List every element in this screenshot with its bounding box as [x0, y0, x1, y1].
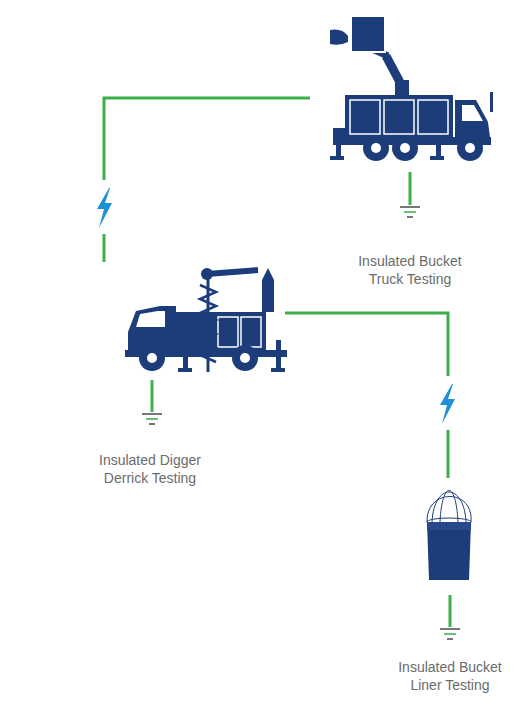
ground-symbols [142, 172, 460, 639]
derrick-mast [262, 268, 274, 312]
lightning-bolt [436, 376, 460, 430]
digger-body [176, 312, 266, 352]
bucket-truck-icon [330, 16, 493, 161]
equipment-node: Insulated Digger Derrick Testing [95, 262, 285, 488]
equipment-node: Insulated Bucket Truck Testing [310, 20, 510, 292]
auger-flight [200, 285, 216, 362]
truck-body [345, 95, 453, 140]
ground-symbol [440, 595, 460, 639]
bucket [351, 16, 385, 52]
connector-line [104, 98, 310, 262]
bucket-tool [330, 30, 348, 45]
liner-handles [427, 491, 471, 527]
node-label: Insulated Bucket Truck Testing [350, 252, 470, 288]
ground-symbol [142, 380, 162, 424]
connector-line [285, 313, 448, 478]
bucket-liner-icon [427, 491, 471, 581]
node-label: Insulated Digger Derrick Testing [85, 451, 215, 487]
lower-boom [386, 56, 402, 86]
liner-body [427, 522, 471, 580]
derrick-boom [207, 270, 258, 274]
equipment-node: Insulated Bucket Liner Testing [395, 478, 505, 693]
digger-derrick-icon [125, 268, 287, 372]
lightning-bolt [92, 180, 116, 234]
node-label: Insulated Bucket Liner Testing [390, 658, 510, 694]
ground-symbol [400, 172, 420, 217]
